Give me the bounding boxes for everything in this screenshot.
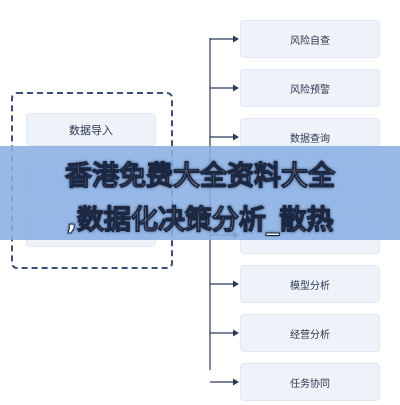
module-label: 风险自查 bbox=[290, 35, 330, 47]
banner-title-line-2: ,数据化决策分析_散热 bbox=[66, 205, 334, 237]
arrow-head-1 bbox=[233, 35, 239, 43]
module-box-8: 任务协同 bbox=[240, 363, 380, 401]
module-box-7: 经营分析 bbox=[240, 314, 380, 352]
module-label: 数据查询 bbox=[290, 133, 330, 145]
arrow-head-6 bbox=[233, 280, 239, 288]
arrow-head-2 bbox=[233, 84, 239, 92]
data-import-box: 数据导入 bbox=[26, 113, 156, 146]
module-label: 风险预警 bbox=[290, 84, 330, 96]
module-label: 经营分析 bbox=[290, 329, 330, 341]
module-box-2: 风险预警 bbox=[240, 69, 380, 107]
module-label: 模型分析 bbox=[290, 280, 330, 292]
module-box-1: 风险自查 bbox=[240, 20, 380, 58]
module-box-6: 模型分析 bbox=[240, 265, 380, 303]
data-import-label: 数据导入 bbox=[69, 123, 113, 137]
arrow-head-3 bbox=[233, 133, 239, 141]
module-label: 任务协同 bbox=[290, 378, 330, 390]
banner-title-line-1: 香港免费大全资料大全 bbox=[65, 161, 336, 193]
overlay-banner bbox=[0, 146, 400, 240]
arrow-head-8 bbox=[233, 378, 239, 386]
arrow-head-7 bbox=[233, 329, 239, 337]
